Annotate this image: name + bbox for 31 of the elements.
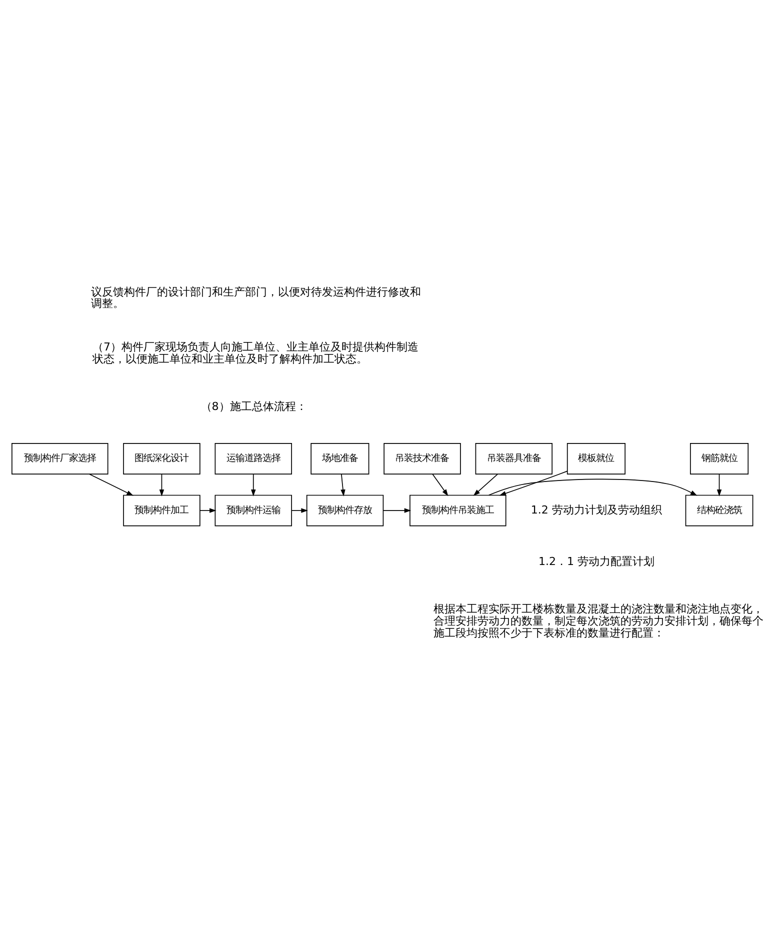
label: （7）构件厂家现场负责人向施工单位、业主单位及时提供构件制造状态，以便施工单位和业主单位及时了解构件加工状态。 bbox=[92, 340, 419, 366]
node-box: 吊装技术准备 bbox=[384, 443, 461, 474]
label: 根据本工程实际开工楼栋数量及混凝土的浇注数量和浇注地点变化，合理安排劳动力的数量，制定每次浇筑的劳动力安排计划，确保每个施工段均按照不少于下表标准的数量进行配置： bbox=[434, 602, 764, 640]
node-box: 钢筋就位 bbox=[690, 443, 749, 474]
arrow bbox=[159, 474, 164, 496]
label: 1.2 劳动力计划及劳动组织 bbox=[530, 503, 662, 516]
arrow bbox=[382, 508, 412, 513]
node-box: 预制构件运输 bbox=[214, 494, 292, 526]
label: 1.2．1 劳动力配置计划 bbox=[538, 555, 655, 568]
node-box: 场地准备 bbox=[310, 443, 370, 474]
arrow bbox=[473, 474, 498, 496]
arrow bbox=[251, 474, 256, 496]
arrow bbox=[488, 478, 698, 496]
arrow bbox=[432, 474, 448, 496]
arrow bbox=[88, 474, 134, 496]
arrow bbox=[340, 474, 346, 496]
label: 议反馈构件厂的设计部门和生产部门，以便对待发运构件进行修改和调整。 bbox=[90, 285, 421, 310]
node-box: 吊装器具准备 bbox=[475, 443, 552, 474]
label: （8）施工总体流程： bbox=[200, 400, 307, 413]
node-box: 预制构件加工 bbox=[123, 494, 200, 526]
arrow bbox=[499, 470, 568, 496]
node-box: 图纸深化设计 bbox=[123, 443, 200, 474]
node-box: 预制构件厂家选择 bbox=[12, 443, 108, 474]
arrow bbox=[200, 508, 216, 513]
arrow bbox=[291, 508, 308, 513]
node-box: 运输道路选择 bbox=[214, 443, 292, 474]
node-box: 预制构件存放 bbox=[306, 494, 384, 526]
node-box: 预制构件吊装施工 bbox=[410, 494, 506, 526]
node-box: 模板就位 bbox=[566, 443, 626, 474]
arrow bbox=[716, 474, 722, 496]
node-box: 结构砼浇筑 bbox=[685, 494, 754, 526]
